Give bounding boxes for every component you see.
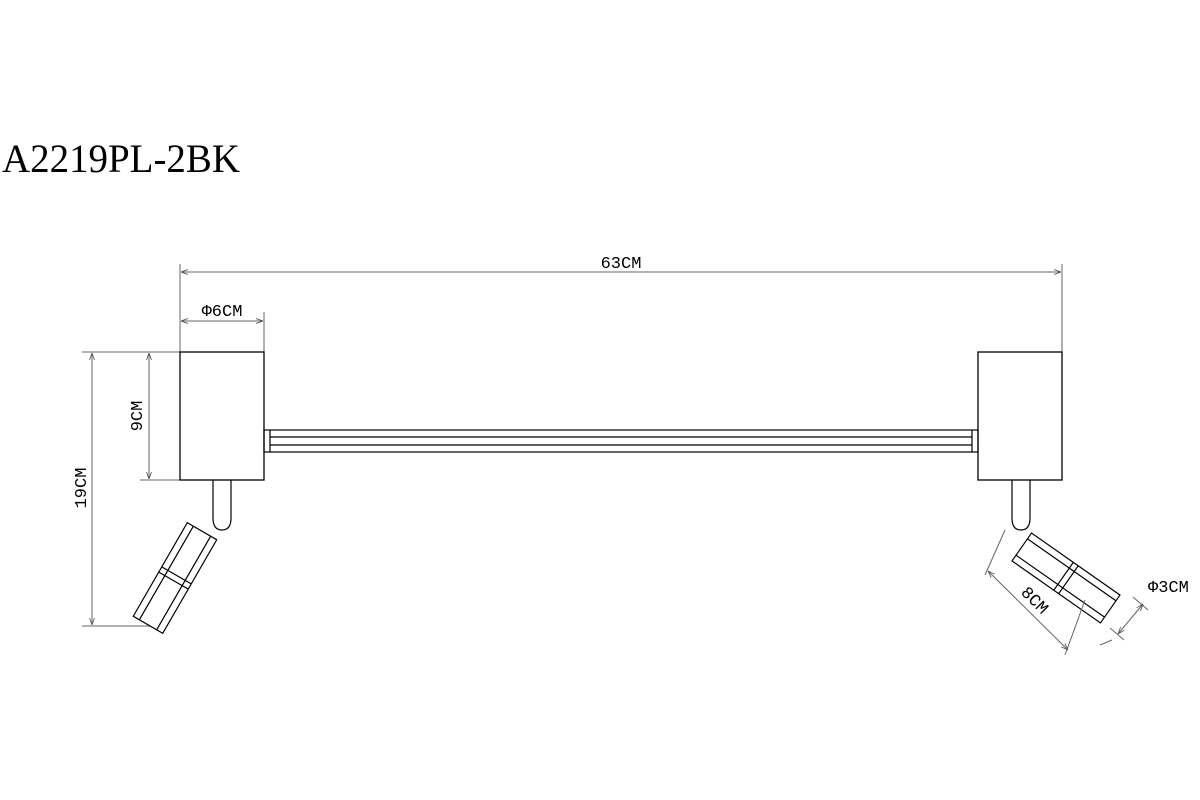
dim-spot-length-label: 8CM: [1016, 584, 1051, 619]
dim-base-height-label: 9CM: [129, 401, 148, 432]
dim-spot-length: [984, 529, 1086, 656]
dim-spot-diameter-label: Φ3CM: [1148, 579, 1189, 598]
left-stem: [212, 480, 232, 531]
left-base: [179, 351, 265, 481]
dim-spot-diameter: [1099, 596, 1149, 646]
left-spotlight: [132, 521, 218, 635]
dim-total-height: [82, 351, 150, 627]
dim-base-diameter-label: Φ6CM: [202, 303, 243, 322]
dim-total-height-label: 19CM: [73, 468, 92, 509]
dim-total-width: [179, 264, 1063, 352]
dim-base-diameter: [181, 312, 265, 352]
connecting-rail: [263, 429, 979, 453]
right-base: [977, 351, 1063, 481]
right-stem: [1011, 480, 1031, 531]
model-title: A2219PL-2BK: [2, 136, 240, 181]
dim-total-width-label: 63CM: [601, 255, 642, 274]
dim-base-height: [140, 351, 180, 481]
